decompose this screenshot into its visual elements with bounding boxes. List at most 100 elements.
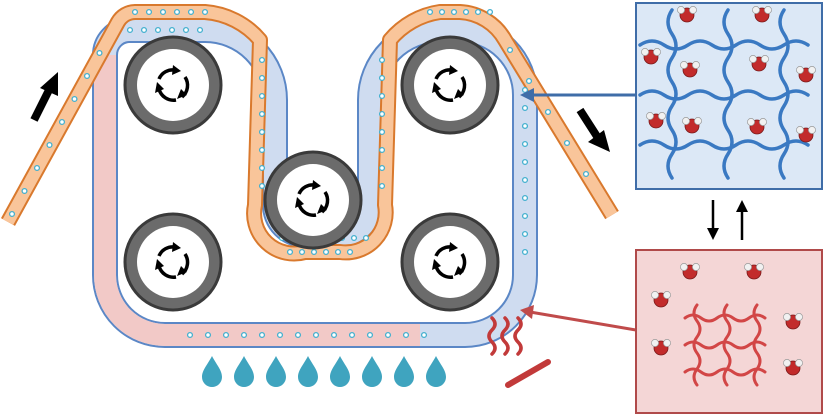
moisture-dot — [521, 158, 529, 166]
moisture-dot — [378, 74, 386, 82]
moisture-dot — [378, 128, 386, 136]
moisture-dot — [96, 49, 103, 57]
water-drop-icon — [362, 356, 382, 387]
moisture-dot — [240, 331, 248, 339]
moisture-dot — [521, 122, 529, 130]
hot-panel-connector — [520, 305, 637, 332]
cold-panel-connector — [520, 88, 636, 102]
moisture-dot — [402, 331, 410, 339]
moisture-dot — [222, 331, 230, 339]
moisture-dot — [378, 92, 386, 100]
roller-center — [263, 150, 363, 250]
moisture-dot — [525, 77, 533, 85]
film-entry-arrow — [30, 72, 58, 122]
moisture-dot — [276, 331, 284, 339]
moisture-dot — [582, 170, 590, 178]
moisture-dot — [384, 331, 392, 339]
swollen-polymer-network — [638, 8, 810, 180]
moisture-dot — [258, 110, 266, 118]
cold-state-panel — [635, 2, 823, 190]
moisture-dot — [258, 56, 266, 64]
roller-bottom-left — [123, 212, 223, 312]
moisture-dot — [8, 210, 16, 218]
moisture-dot — [346, 248, 354, 256]
moisture-dot — [544, 108, 552, 116]
moisture-dot — [201, 8, 209, 16]
moisture-dot — [196, 26, 204, 34]
moisture-dot — [521, 230, 529, 238]
water-drops — [202, 356, 446, 387]
hot-state-panel — [635, 249, 823, 414]
moisture-dot — [474, 8, 482, 16]
roller-top-right — [400, 35, 500, 135]
moisture-dot — [334, 248, 342, 256]
moisture-dot — [71, 95, 78, 103]
moisture-dot — [378, 146, 386, 154]
moisture-dot — [322, 248, 330, 256]
moisture-dot — [258, 74, 266, 82]
moisture-dot — [521, 176, 529, 184]
moisture-dot — [366, 331, 374, 339]
roller-bottom-right — [400, 212, 500, 312]
moisture-dot — [187, 8, 195, 16]
heater-plate — [505, 359, 551, 388]
moisture-dot — [21, 187, 28, 195]
moisture-dot — [140, 26, 148, 34]
moisture-dot — [33, 164, 41, 172]
moisture-dot — [46, 141, 53, 149]
water-drop-icon — [330, 356, 350, 387]
moisture-dot — [258, 164, 266, 172]
moisture-dot — [521, 248, 529, 256]
moisture-dot — [350, 234, 358, 242]
moisture-dot — [486, 8, 494, 16]
moisture-dot — [506, 46, 514, 54]
moisture-dot — [286, 248, 294, 256]
moisture-dot — [563, 139, 571, 147]
moisture-dot — [298, 248, 306, 256]
moisture-dot — [521, 86, 529, 94]
moisture-dot — [378, 56, 386, 64]
moisture-dot — [168, 26, 176, 34]
moisture-dot — [462, 8, 470, 16]
moisture-dot — [521, 194, 529, 202]
moisture-dot — [378, 182, 386, 190]
moisture-dot — [186, 331, 194, 339]
moisture-dot — [258, 92, 266, 100]
moisture-dot — [362, 234, 370, 242]
moisture-dot — [131, 8, 139, 16]
moisture-dot — [426, 8, 434, 16]
film-exit-arrow — [576, 107, 610, 152]
moisture-dot — [312, 331, 320, 339]
water-drop-icon — [266, 356, 286, 387]
moisture-dot — [83, 72, 91, 80]
moisture-dot — [159, 8, 167, 16]
moisture-dot — [258, 146, 266, 154]
moisture-dot — [204, 331, 212, 339]
water-drop-icon — [234, 356, 254, 387]
water-drop-icon — [394, 356, 414, 387]
moisture-dot — [420, 331, 428, 339]
heat-waves-icon — [487, 316, 551, 388]
moisture-dot — [378, 164, 386, 172]
moisture-dot — [521, 104, 529, 112]
moisture-dot — [348, 331, 356, 339]
moisture-dot — [378, 110, 386, 118]
collapsed-polymer-network — [683, 303, 767, 387]
moisture-dot — [58, 118, 66, 126]
moisture-dot — [154, 26, 162, 34]
moisture-dot — [294, 331, 302, 339]
moisture-dot — [521, 140, 529, 148]
moisture-dot — [126, 26, 134, 34]
moisture-dot — [258, 331, 266, 339]
moisture-dot — [173, 8, 181, 16]
moisture-dot — [310, 248, 318, 256]
moisture-dot — [521, 212, 529, 220]
reversible-arrows — [707, 200, 748, 240]
moisture-dot — [258, 128, 266, 136]
water-drop-icon — [426, 356, 446, 387]
moisture-dot — [182, 26, 190, 34]
moisture-dot — [438, 8, 446, 16]
moisture-dot — [450, 8, 458, 16]
moisture-dot — [258, 182, 266, 190]
